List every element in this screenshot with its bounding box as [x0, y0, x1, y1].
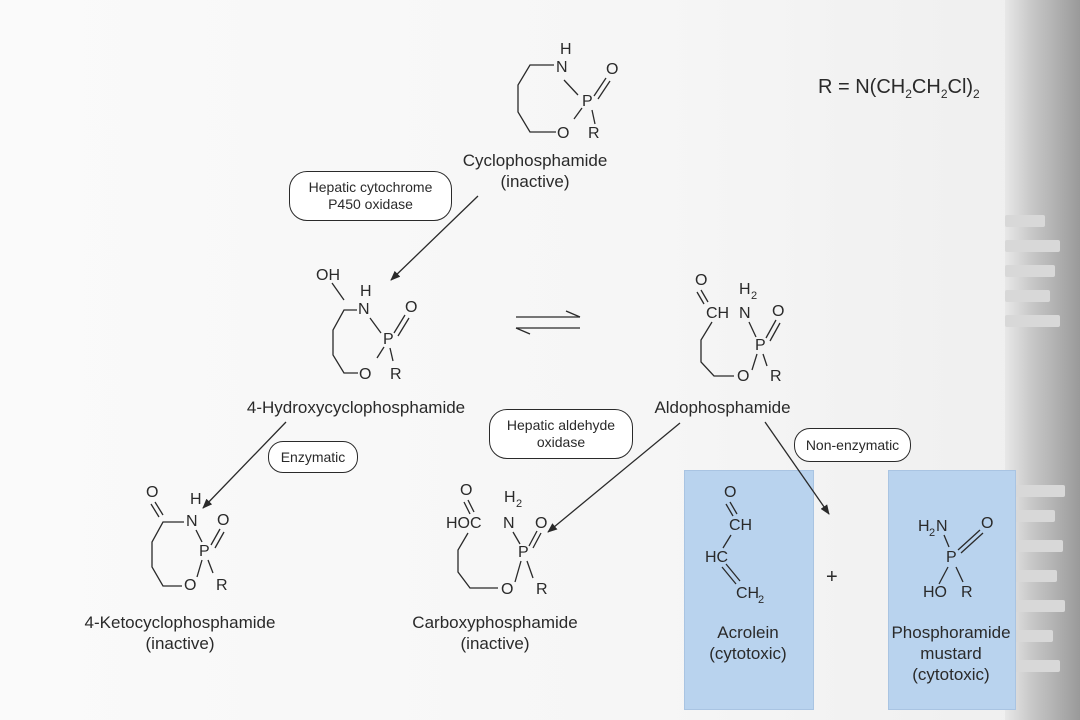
atom-p: P — [383, 331, 394, 348]
atom-o: O — [724, 484, 736, 501]
atom-r: R — [588, 125, 600, 142]
atom-o: O — [737, 368, 749, 385]
atom-h2: H — [504, 489, 516, 506]
atom-ho: HO — [923, 584, 947, 601]
acrolein-highlight — [684, 470, 814, 710]
atom-n: N — [936, 518, 948, 535]
subscript: 2 — [516, 498, 522, 510]
keto-structure: O H N O P O R — [146, 484, 229, 594]
atom-n: N — [186, 513, 198, 530]
subscript: 2 — [929, 527, 935, 539]
arrow-cyp — [390, 195, 479, 281]
atom-o: O — [217, 512, 229, 529]
arrow-aldehyde-oxidase — [547, 422, 681, 533]
atom-r: R — [216, 577, 228, 594]
label-carboxyphosphamide: Carboxyphosphamide(inactive) — [412, 613, 578, 653]
label-hydroxycyclophosphamide: 4-Hydroxycyclophosphamide — [246, 398, 466, 417]
atom-o: O — [772, 303, 784, 320]
subscript: 2 — [758, 594, 764, 606]
atom-o: O — [405, 299, 417, 316]
atom-n: N — [739, 305, 751, 322]
mustard-highlight — [888, 470, 1016, 710]
subscript: 2 — [751, 290, 757, 302]
enzyme-box-enzymatic: Enzymatic — [268, 441, 358, 473]
atom-o: O — [695, 272, 707, 289]
atom-r: R — [770, 368, 782, 385]
atom-hoc: HOC — [446, 515, 482, 532]
plus-sign: + — [826, 566, 838, 588]
hydroxy-structure: OH H N O P O R — [316, 267, 417, 383]
label-aldophosphamide: Aldophosphamide — [654, 398, 791, 417]
atom-h: H — [360, 283, 372, 300]
atom-p: P — [199, 543, 210, 560]
page-edge-strip — [1005, 0, 1080, 720]
acrolein-structure: O CH HC CH 2 — [705, 484, 764, 606]
atom-p: P — [518, 544, 529, 561]
atom-r: R — [390, 366, 402, 383]
atom-p: P — [755, 337, 766, 354]
atom-h: H — [560, 41, 572, 58]
atom-o: O — [460, 482, 472, 499]
atom-hc: HC — [705, 549, 728, 566]
equilibrium-bottom-barb — [515, 327, 531, 335]
atom-ch2: CH — [736, 585, 759, 602]
label-ketocyclophosphamide: 4-Ketocyclophosphamide(inactive) — [84, 613, 276, 653]
atom-n: N — [358, 301, 370, 318]
atom-o: O — [146, 484, 158, 501]
atom-o: O — [981, 515, 993, 532]
atom-n: N — [556, 59, 568, 76]
atom-n: N — [503, 515, 515, 532]
atom-r: R — [961, 584, 973, 601]
enzyme-box-non-enzymatic: Non-enzymatic — [794, 428, 911, 462]
carboxy-structure: O HOC H 2 N O P O R — [446, 482, 548, 598]
r-group-formula: R = N(CH2CH2Cl)2 — [818, 76, 980, 101]
atom-o: O — [606, 61, 618, 78]
arrow-enzymatic — [202, 421, 287, 509]
atom-p: P — [946, 549, 957, 566]
atom-h2: H — [739, 281, 751, 298]
atom-h2n: H — [918, 518, 930, 535]
atom-p: P — [582, 93, 593, 110]
atom-o: O — [184, 577, 196, 594]
label-acrolein: Acrolein(cytotoxic) — [709, 623, 787, 663]
label-cyclophosphamide: Cyclophosphamide(inactive) — [462, 151, 608, 191]
arrow-non-enzymatic — [764, 421, 830, 515]
aldophosphamide-structure: O CH H 2 N O P O R — [695, 272, 784, 385]
cyclophosphamide-structure: H N O P O R — [517, 41, 618, 142]
atom-o: O — [501, 581, 513, 598]
atom-ch: CH — [706, 305, 729, 322]
atom-o: O — [557, 125, 569, 142]
atom-oh: OH — [316, 267, 340, 284]
atom-r: R — [536, 581, 548, 598]
atom-ch: CH — [729, 517, 752, 534]
atom-h: H — [190, 491, 202, 508]
equilibrium-top-barb — [565, 310, 581, 318]
atom-o: O — [535, 515, 547, 532]
atom-o: O — [359, 366, 371, 383]
mustard-structure: H 2 N O P HO R — [918, 515, 993, 601]
